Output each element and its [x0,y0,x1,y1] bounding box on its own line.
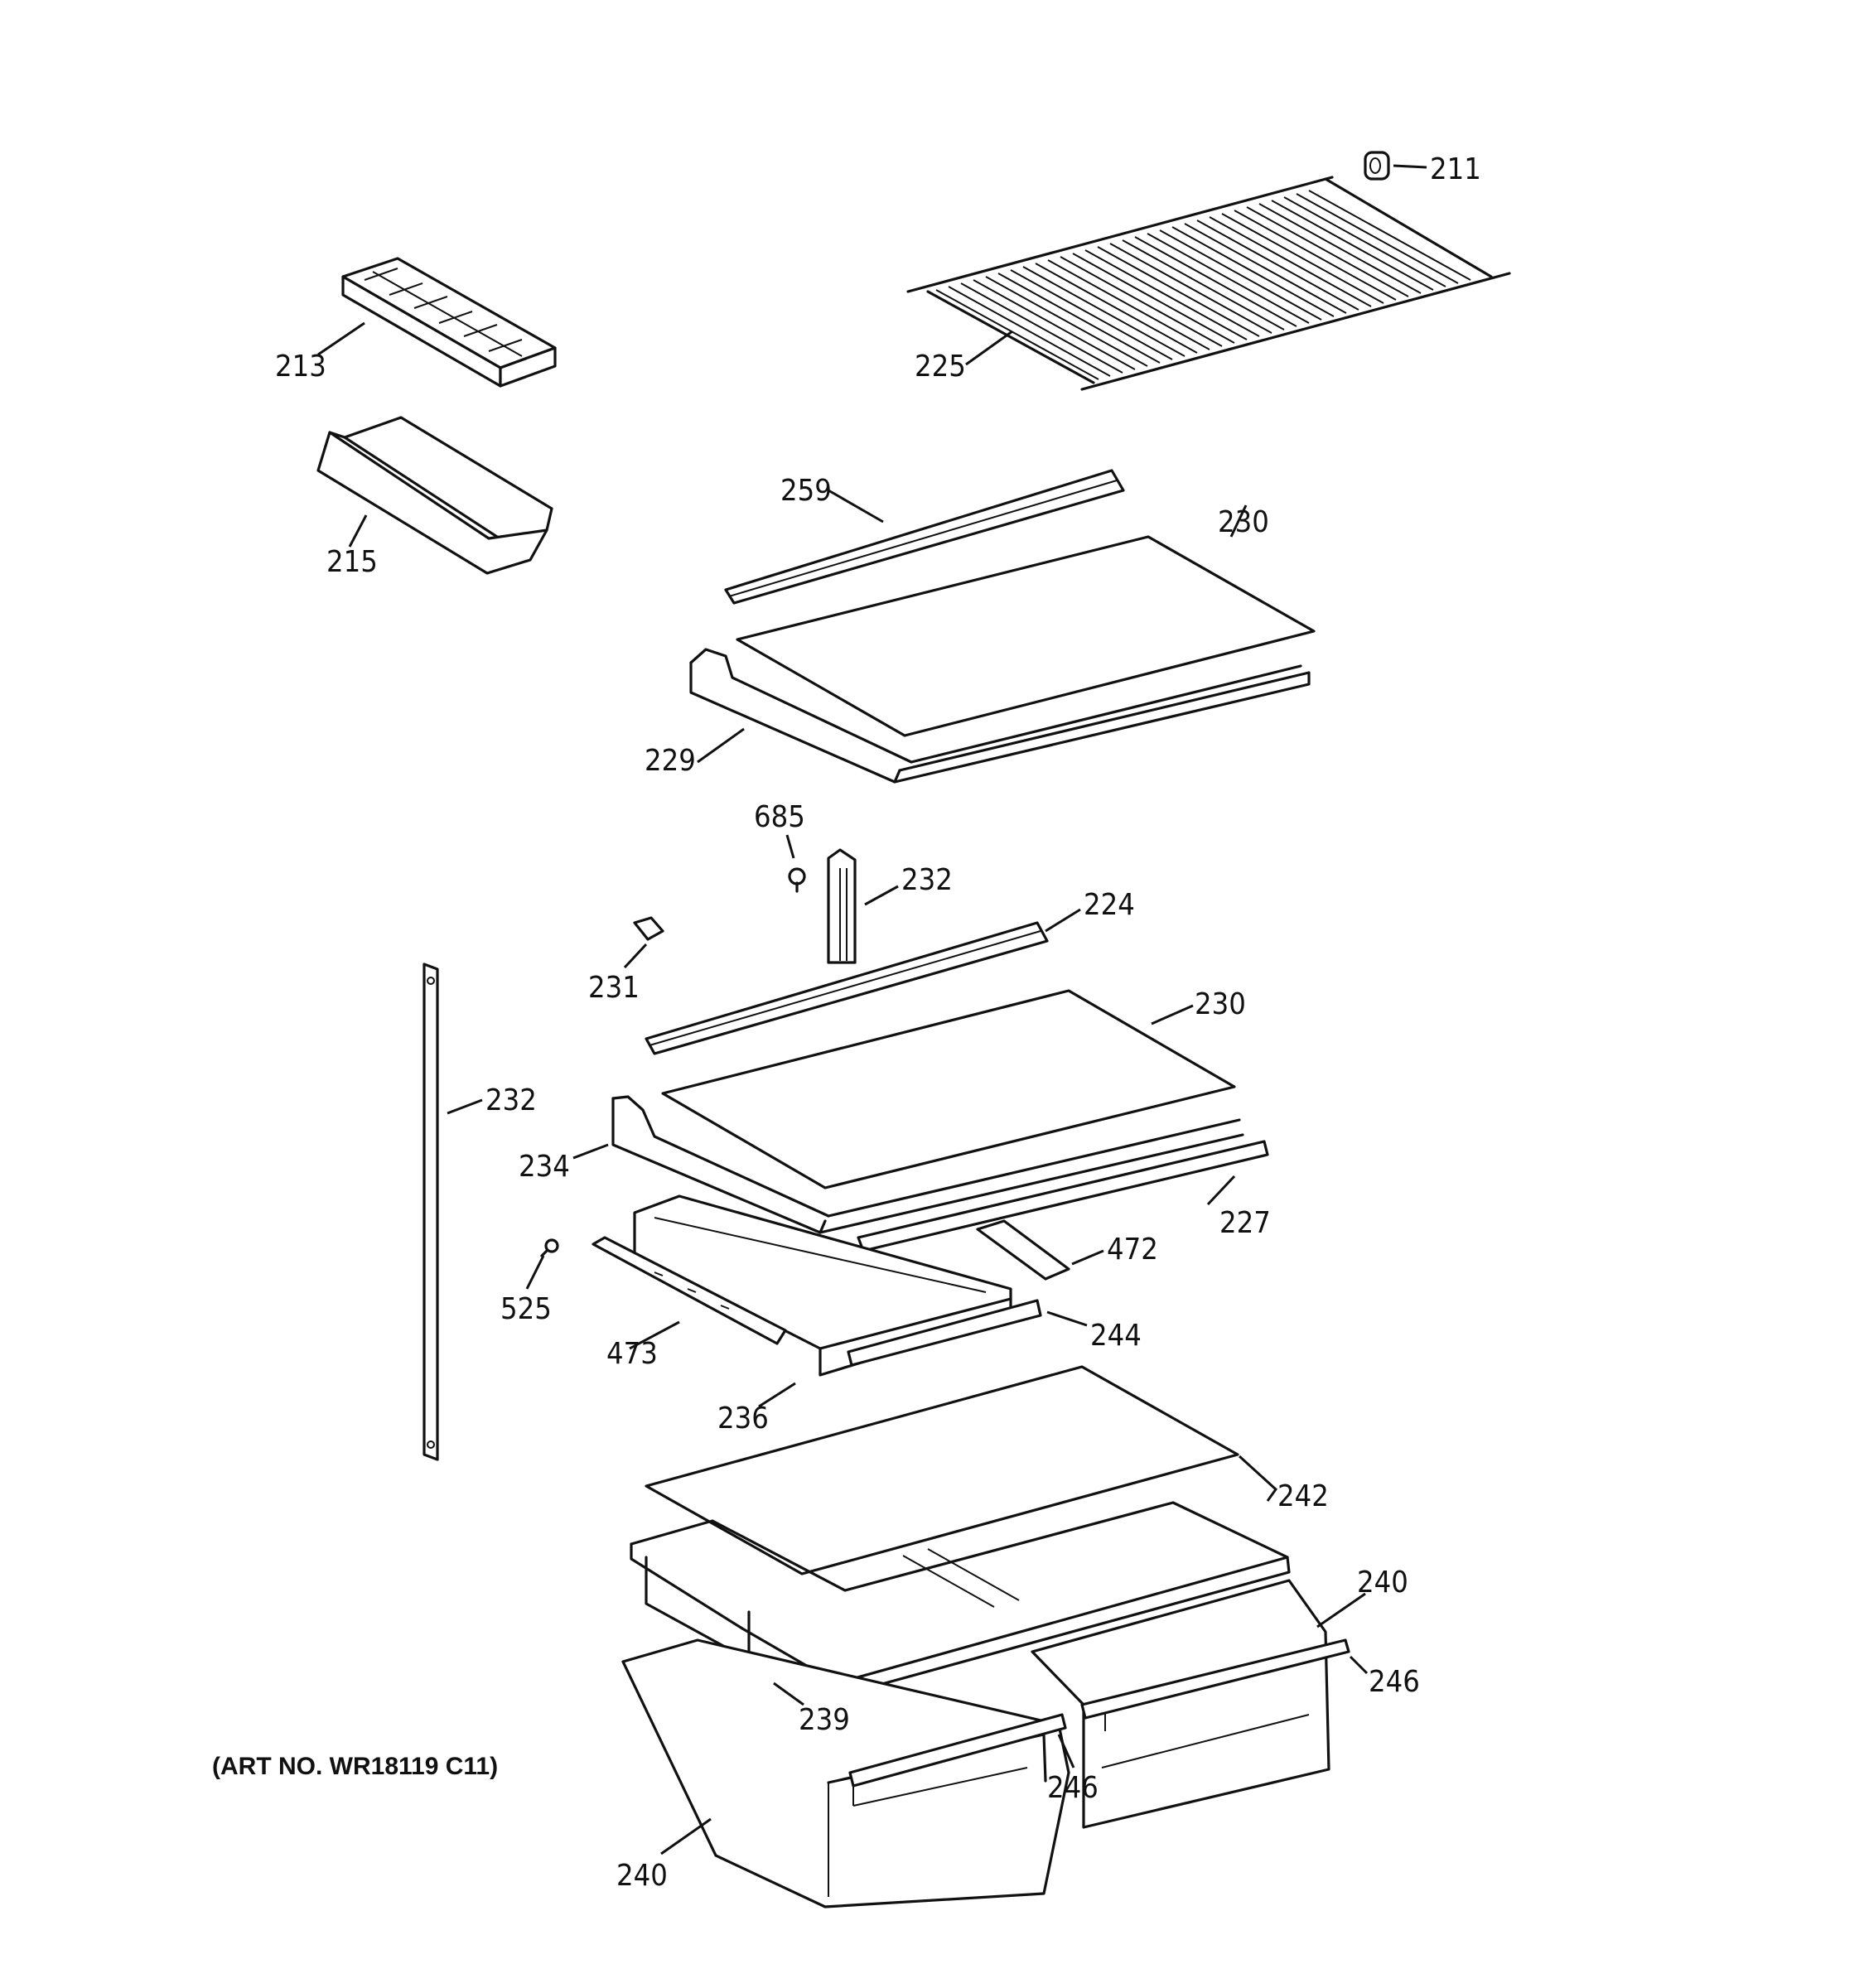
callout-239: 239 [799,1703,850,1737]
pan-trim-244-part [847,1299,1042,1367]
wire-shelf-part [906,176,1511,391]
callout-259: 259 [780,474,832,508]
callout-229: 229 [645,744,696,778]
callout-234: 234 [519,1150,570,1184]
callout-246-right: 246 [1369,1665,1420,1699]
callout-labels: 211 225 213 215 259 230 229 685 232 224 … [275,152,1481,1893]
callout-232-short: 232 [901,863,953,897]
callout-230-middle: 230 [1195,987,1246,1021]
callout-224: 224 [1084,888,1135,922]
drawer-trim-right-part [1080,1638,1350,1720]
crisper-drawer-left-part [621,1638,1070,1908]
callout-685: 685 [754,800,805,834]
callout-242: 242 [1277,1479,1329,1513]
callout-227: 227 [1219,1206,1271,1240]
callout-211: 211 [1430,152,1481,186]
clip-231-part [633,916,664,941]
crisper-cover-glass-part [645,1365,1239,1575]
callout-473: 473 [606,1337,658,1371]
shelf-bracket-long-part [423,963,439,1461]
screw-685-part [788,867,806,893]
slide-rail-473-part [592,1236,787,1345]
drawer-trim-left-part [848,1713,1067,1788]
glass-shelf-middle-part [661,989,1236,1189]
art-number: (ART NO. WR18119 C11) [212,1753,498,1780]
ice-cube-tray-part [341,257,557,388]
callout-213: 213 [275,350,326,384]
callout-472: 472 [1107,1233,1158,1267]
callout-244: 244 [1090,1319,1142,1353]
callout-236: 236 [717,1402,769,1436]
shelf-trim-224-part [645,921,1049,1055]
storage-bin-part [316,416,553,575]
shelf-stop-part [1364,151,1390,181]
callout-246-left: 246 [1047,1771,1099,1805]
shelf-bracket-short-part [827,848,857,964]
shelf-frame-top-part [689,648,1311,784]
shelf-frame-234-part [611,1095,1244,1234]
leader-lines [317,164,1427,1855]
slide-rail-472-part [976,1219,1070,1281]
callout-232-long: 232 [485,1083,537,1117]
callout-231: 231 [588,971,640,1005]
callout-525: 525 [500,1292,552,1326]
callout-230-top: 230 [1218,505,1269,539]
callout-225: 225 [915,350,966,384]
glass-shelf-top-part [736,535,1316,737]
shelf-trim-rear-part [724,469,1125,605]
callout-240-left: 240 [616,1859,668,1893]
callout-215: 215 [326,545,378,579]
screw-525-part [540,1238,559,1257]
callout-240-right: 240 [1357,1566,1408,1600]
